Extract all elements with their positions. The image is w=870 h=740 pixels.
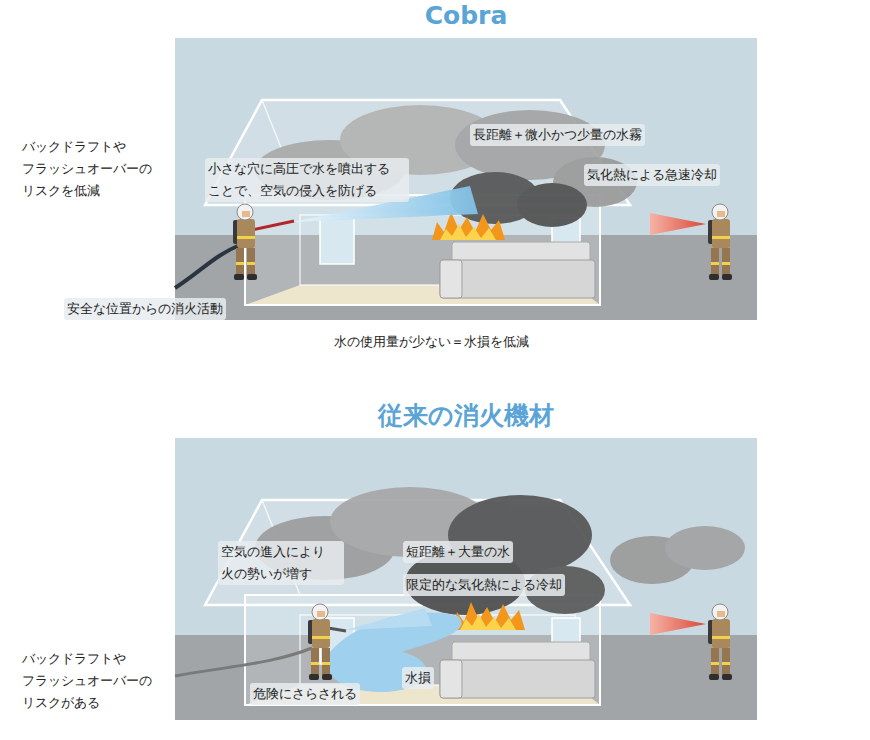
illustration-part xyxy=(440,224,496,240)
illustration-part xyxy=(460,614,516,630)
illustration-part xyxy=(452,602,525,630)
water-jet xyxy=(346,608,432,630)
spray xyxy=(650,613,706,635)
panel-heading: Cobra xyxy=(175,0,757,32)
nozzle xyxy=(328,628,346,631)
scene-background xyxy=(175,438,757,720)
illustration-part xyxy=(708,604,732,680)
illustration-part xyxy=(233,204,257,280)
callout-text: 短距離＋大量の水 xyxy=(403,541,513,563)
callout-text: 水の使用量が少ない＝水損を低減 xyxy=(334,331,529,353)
illustration-part xyxy=(432,212,505,240)
hose xyxy=(175,245,240,288)
callout-text: バックドラフトや フラッシュオーバーの リスクを低減 xyxy=(22,136,164,202)
nozzle xyxy=(252,221,294,230)
illustration-part xyxy=(708,204,732,280)
scene-background xyxy=(175,38,757,320)
callout-text: 長距離＋微小かつ少量の水霧 xyxy=(470,124,645,146)
callout-text: 空気の進入により 火の勢いが増す xyxy=(218,541,344,585)
smoke xyxy=(517,183,587,227)
smoke xyxy=(665,526,745,570)
scene-background xyxy=(175,38,757,320)
scene-background xyxy=(175,438,757,720)
callout-text: 小さな穴に高圧で水を噴出する ことで、空気の侵入を防げる xyxy=(205,158,409,202)
callout-text: バックドラフトや フラッシュオーバーの リスクがある xyxy=(22,648,164,714)
hose xyxy=(175,648,312,676)
callout-text: 安全な位置からの消火活動 xyxy=(64,298,226,320)
spray xyxy=(650,213,706,235)
panel-heading: 従来の消火機材 xyxy=(175,400,757,432)
illustration-part xyxy=(308,604,332,680)
callout-text: 危険にさらされる xyxy=(250,683,360,705)
callout-text: 限定的な気化熱による冷却 xyxy=(403,574,565,596)
callout-text: 水損 xyxy=(402,667,434,689)
callout-text: 気化熱による急速冷却 xyxy=(584,164,720,186)
